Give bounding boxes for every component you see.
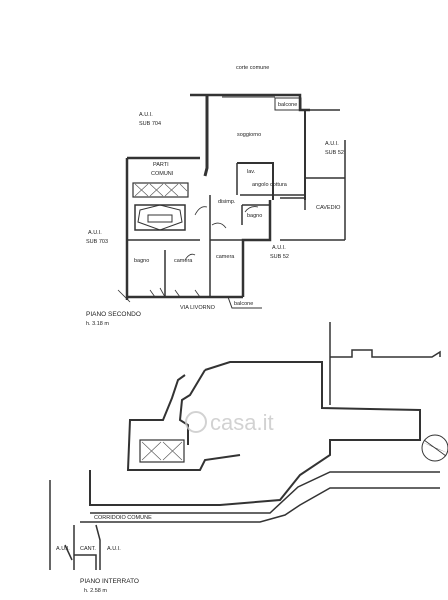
label-lav: lav. [247, 169, 256, 175]
label-cavedio: CAVEDIO [316, 205, 341, 211]
balcony-bottom [227, 296, 262, 309]
common-parts-block [132, 182, 189, 231]
neighbour-walls [280, 109, 346, 241]
label-piano-secondo: PIANO SECONDO [86, 311, 141, 318]
label-piano-interrato: PIANO INTERRATO [80, 578, 139, 585]
label-aui-704-line1: A.U.I. [139, 112, 153, 118]
label-balcony-top: balcone [278, 102, 297, 108]
label-bagno-left: bagno [134, 258, 149, 264]
label-aui-52-top-line2: SUB 52 [325, 150, 344, 156]
label-camera-left: camera [174, 258, 193, 264]
casa-it-watermark: casa.it [185, 410, 274, 435]
label-aui-703-line2: SUB 703 [86, 239, 108, 245]
label-cant: CANT. [80, 546, 96, 552]
label-piano-interrato-height: h. 2.58 m [84, 588, 107, 594]
label-soggiorno: soggiorno [237, 132, 261, 138]
basement-plan: CORRIDOIO COMUNE A.U.I. CANT. A.U.I. PIA… [49, 322, 441, 594]
north-arrow-icon [421, 434, 448, 462]
label-corridoio-comune: CORRIDOIO COMUNE [94, 515, 152, 521]
label-disimp: disimp. [218, 199, 236, 205]
label-aui-52-bottom-line2: SUB 52 [270, 254, 289, 260]
label-parti-comuni-line1: PARTI [153, 162, 169, 168]
basement-common-block [139, 439, 185, 463]
label-balcony-bottom: balcone [234, 301, 253, 307]
watermark-text: casa.it [210, 410, 274, 435]
label-piano-secondo-height: h. 3.18 m [86, 321, 109, 327]
label-aui-703-line1: A.U.I. [88, 230, 102, 236]
label-aui-704-line2: SUB 704 [139, 121, 161, 127]
label-via-livorno: VIA LIVORNO [180, 305, 216, 311]
label-aui-52-bottom-line1: A.U.I. [272, 245, 286, 251]
label-aui-52-top-line1: A.U.I. [325, 141, 339, 147]
label-camera-right: camera [216, 254, 235, 260]
label-corte-comune: corte comune [236, 65, 269, 71]
label-aui-left: A.U.I. [56, 546, 70, 552]
label-parti-comuni-line2: COMUNI [151, 171, 174, 177]
apartment-walls [125, 93, 345, 300]
second-floor-plan: balcone c [86, 65, 346, 327]
label-angolo-cottura: angolo cottura [252, 182, 288, 188]
label-aui-right: A.U.I. [107, 546, 121, 552]
balcony-top: balcone [222, 96, 302, 111]
label-bagno-right: bagno [247, 213, 262, 219]
door-swings [117, 206, 259, 303]
